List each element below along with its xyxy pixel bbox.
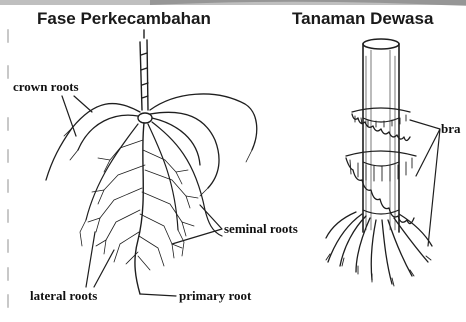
crown-roots [46, 94, 257, 188]
primary-root [135, 123, 144, 294]
label-crown-roots: crown roots [13, 79, 92, 136]
brace-roots-upper [352, 108, 410, 141]
brace-roots-leader [410, 120, 440, 246]
brace-roots-middle [346, 151, 416, 224]
top-banner [0, 0, 466, 6]
crown-roots-label: crown roots [13, 79, 79, 94]
title-mature-plant: Tanaman Dewasa [292, 9, 434, 28]
lateral-roots-label: lateral roots [30, 288, 97, 303]
seminal-roots-label: seminal roots [224, 221, 298, 236]
seminal-roots [86, 122, 222, 236]
primary-root-label: primary root [179, 288, 252, 303]
brace-roots-lower [326, 212, 432, 286]
label-brace-roots: bra [410, 120, 461, 246]
title-seedling-phase: Fase Perkecambahan [37, 9, 211, 28]
crown-roots-leader [62, 96, 92, 136]
seedling-stem [138, 30, 152, 123]
seminal-roots-leader [172, 205, 222, 244]
lateral-roots-leader [86, 232, 114, 287]
seedling-root-illustration [46, 30, 257, 294]
primary-root-leader [140, 294, 176, 296]
brace-roots-label: bra [441, 121, 461, 136]
mature-plant-illustration [326, 39, 432, 286]
label-primary-root: primary root [140, 288, 252, 303]
label-seminal-roots: seminal roots [172, 205, 298, 244]
